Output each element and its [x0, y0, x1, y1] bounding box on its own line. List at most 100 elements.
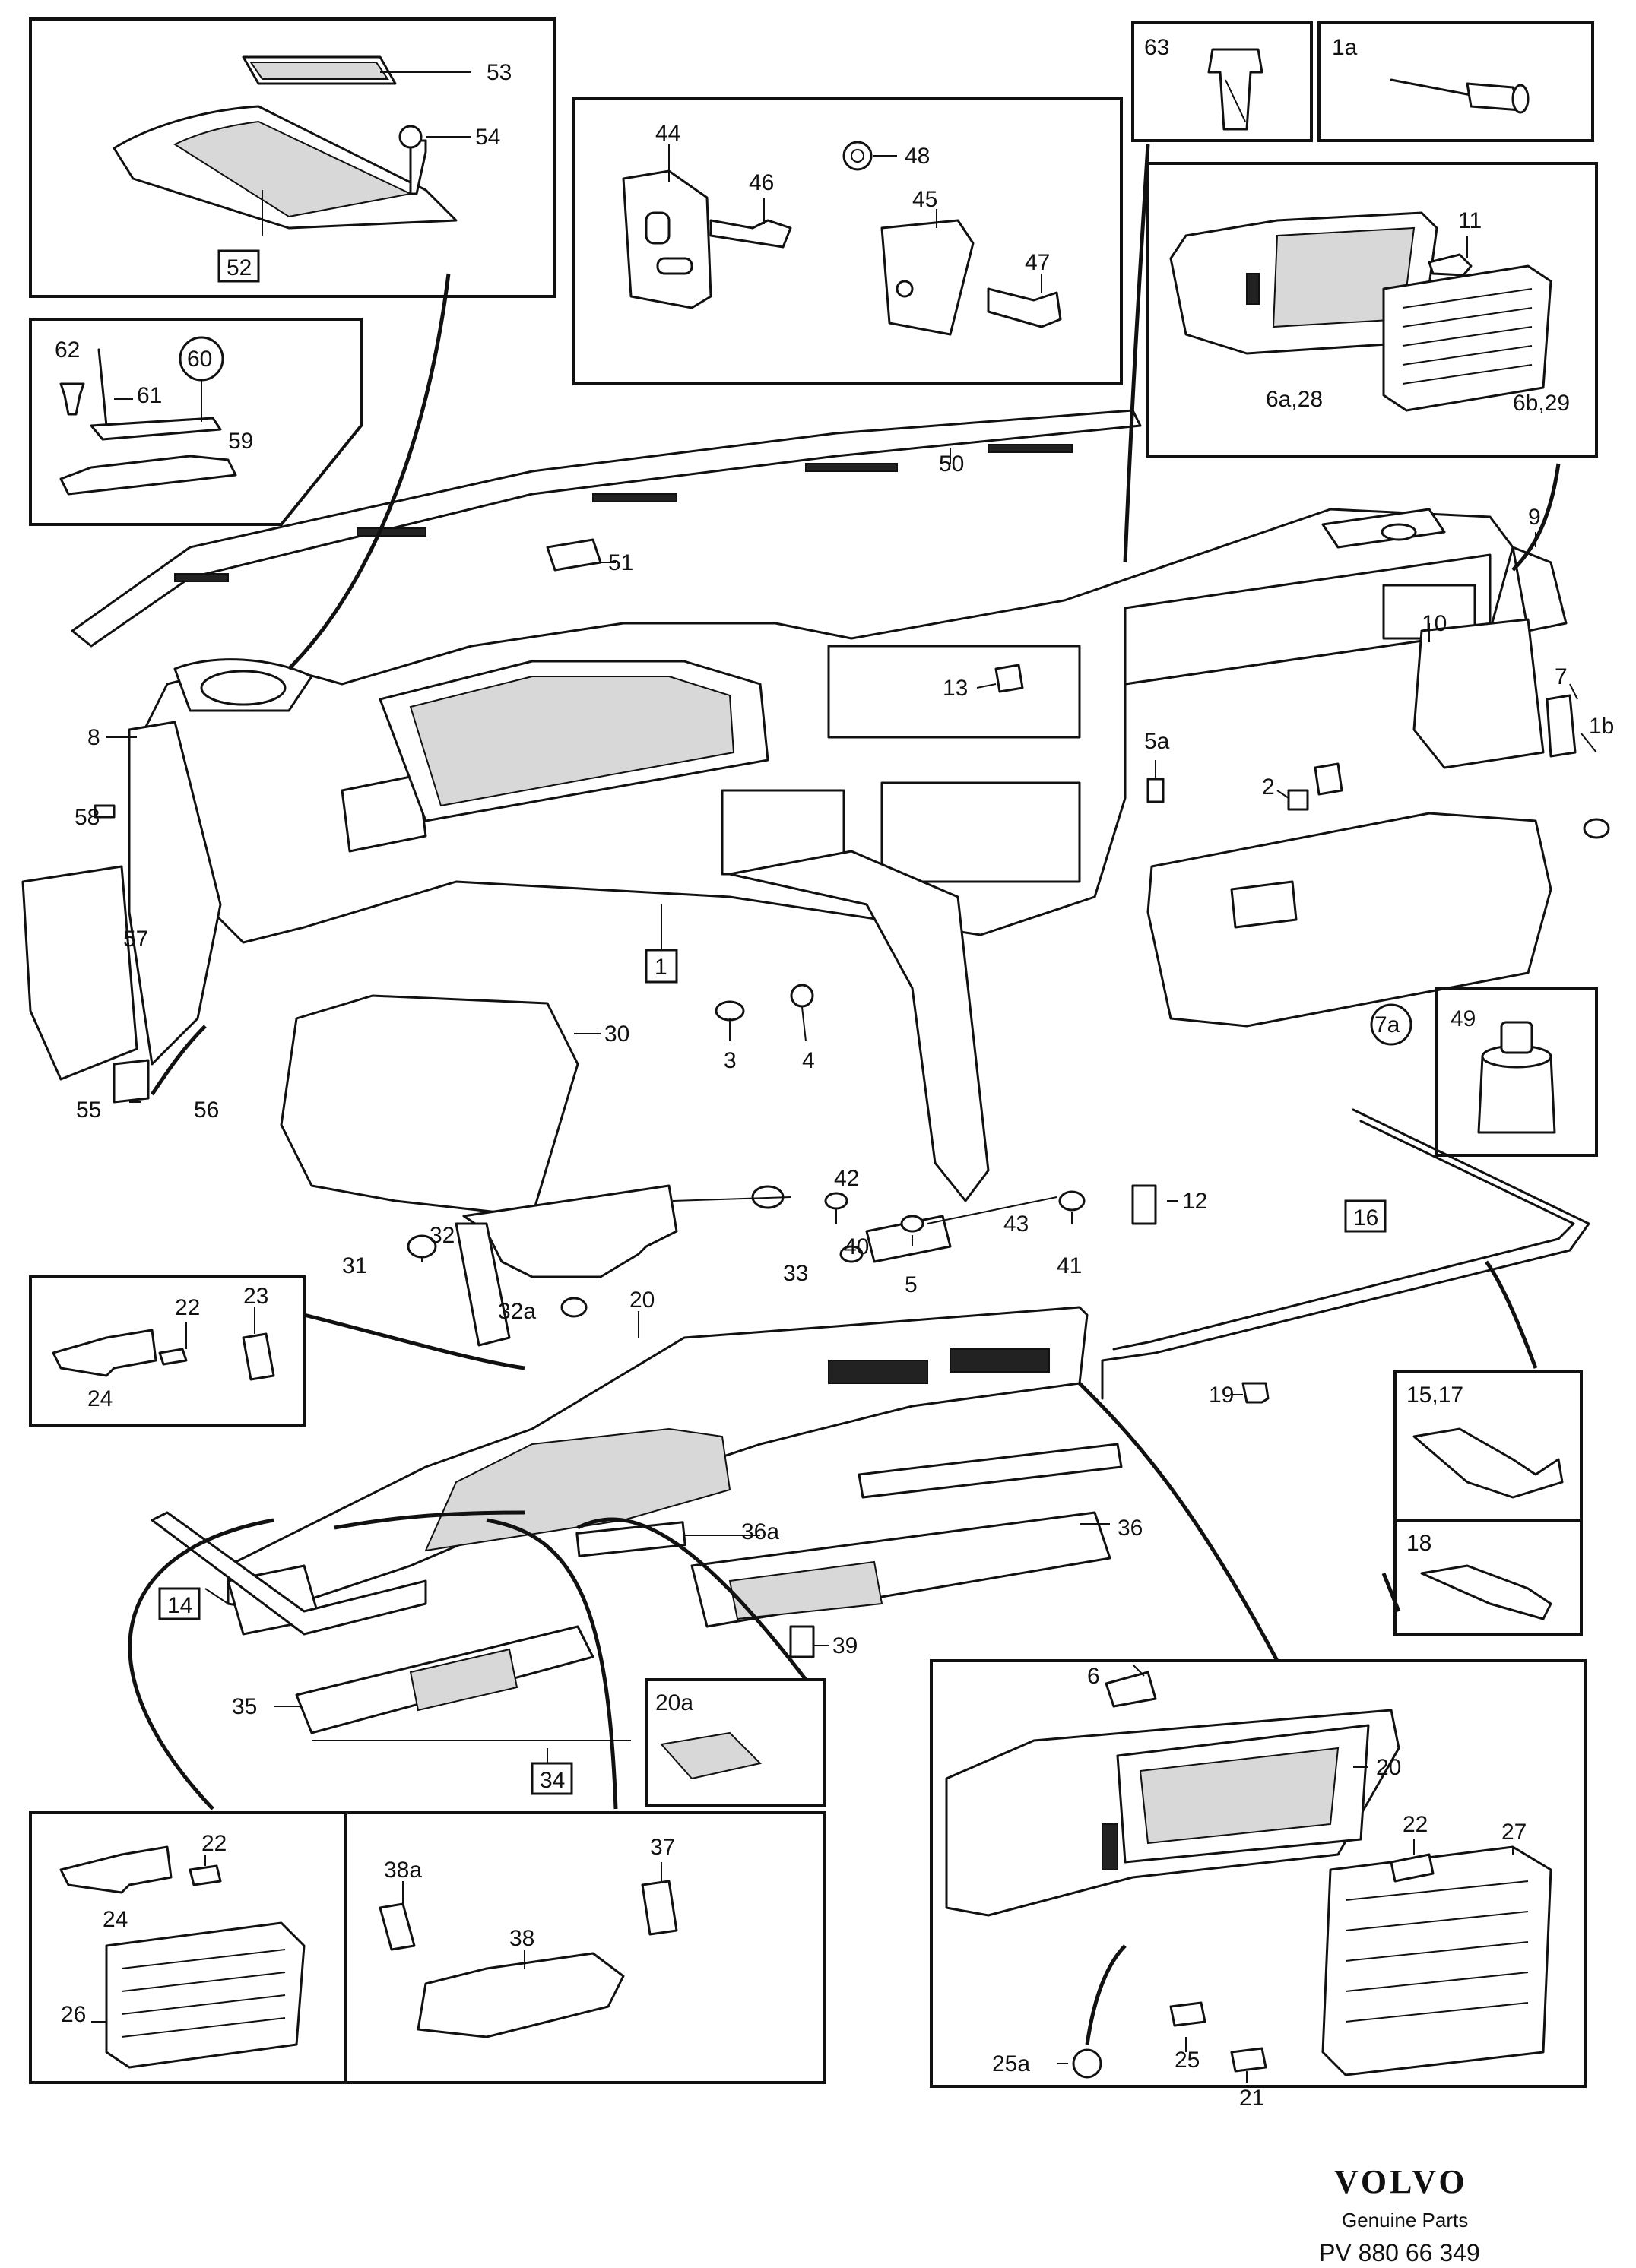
label-6: 6 — [1087, 1664, 1100, 1689]
label-18: 18 — [1406, 1531, 1432, 1556]
label-62: 62 — [55, 337, 80, 363]
inset-bottom-left — [29, 1811, 826, 2084]
label-3: 3 — [724, 1048, 737, 1073]
inset-bottle-49 — [1435, 987, 1598, 1157]
label-32: 32 — [430, 1223, 455, 1248]
label-24-lower: 24 — [103, 1907, 128, 1932]
inset-vents-6-11 — [1146, 162, 1598, 458]
label-20a: 20a — [655, 1690, 693, 1715]
inset-rivet-1a — [1317, 21, 1594, 142]
label-1a: 1a — [1332, 35, 1358, 60]
square-marker-52 — [217, 249, 260, 283]
label-54: 54 — [475, 125, 500, 150]
label-24-upper: 24 — [87, 1386, 113, 1411]
label-5: 5 — [905, 1272, 918, 1297]
label-30: 30 — [604, 1022, 629, 1047]
label-32a: 32a — [498, 1299, 536, 1324]
drawing-number: PV 880 66 349 — [1319, 2239, 1480, 2266]
genuine-parts-tagline: Genuine Parts — [1342, 2209, 1468, 2232]
label-9: 9 — [1528, 505, 1541, 530]
label-63: 63 — [1144, 35, 1169, 60]
inset-vent-assembly-bottom-right — [930, 1659, 1587, 2088]
inset-clip-22-24-upper — [29, 1275, 306, 1427]
label-2: 2 — [1262, 774, 1275, 800]
label-52: 52 — [227, 255, 252, 280]
label-1517: 15,17 — [1406, 1383, 1463, 1408]
label-40: 40 — [844, 1234, 869, 1259]
label-58: 58 — [75, 805, 100, 830]
brand-footer: VOLVO Genuine Parts PV 880 66 349 — [1319, 2163, 1480, 2266]
label-22-inset: 22 — [1403, 1812, 1428, 1837]
label-31: 31 — [342, 1253, 367, 1278]
label-21: 21 — [1239, 2086, 1264, 2111]
label-7a: 7a — [1374, 1012, 1400, 1037]
label-4: 4 — [802, 1048, 815, 1073]
inset-bracket-59-62 — [29, 318, 363, 526]
inset-brackets-44-48 — [572, 97, 1123, 385]
label-22-upper: 22 — [175, 1295, 200, 1320]
label-56: 56 — [194, 1098, 219, 1123]
label-39: 39 — [832, 1633, 858, 1658]
label-59: 59 — [228, 429, 253, 454]
label-47: 47 — [1025, 250, 1050, 275]
label-53: 53 — [487, 60, 512, 85]
label-41: 41 — [1057, 1253, 1082, 1278]
connector-arrows — [128, 144, 1561, 2045]
label-7: 7 — [1555, 664, 1568, 689]
label-6b29: 6b,29 — [1513, 391, 1570, 416]
inset-panel-52 — [29, 17, 556, 298]
label-8: 8 — [87, 725, 100, 750]
label-50: 50 — [939, 451, 964, 477]
label-11: 11 — [1458, 208, 1482, 233]
label-38a: 38a — [384, 1858, 422, 1883]
label-37: 37 — [650, 1835, 675, 1860]
label-46: 46 — [749, 170, 774, 195]
inset-clips-15-18 — [1393, 1370, 1583, 1636]
label-44: 44 — [655, 121, 680, 146]
label-23: 23 — [243, 1284, 268, 1309]
label-22-lower: 22 — [201, 1831, 227, 1856]
label-38: 38 — [509, 1926, 534, 1951]
label-16: 16 — [1353, 1205, 1378, 1231]
square-marker-34 — [531, 1762, 573, 1795]
label-48: 48 — [905, 144, 930, 169]
panel-assembly-20 — [151, 1306, 1123, 1807]
seal-strip-16 — [1101, 1108, 1590, 1404]
label-20: 20 — [629, 1288, 655, 1313]
label-51: 51 — [608, 550, 633, 575]
label-10: 10 — [1422, 611, 1447, 636]
label-1b: 1b — [1589, 714, 1614, 739]
label-12: 12 — [1182, 1189, 1207, 1214]
label-45: 45 — [912, 187, 937, 212]
label-14: 14 — [167, 1593, 192, 1618]
label-43: 43 — [1003, 1212, 1029, 1237]
label-19: 19 — [1209, 1383, 1234, 1408]
label-61: 61 — [137, 383, 162, 408]
square-marker-14 — [158, 1587, 201, 1620]
label-35: 35 — [232, 1694, 257, 1719]
label-13: 13 — [943, 676, 968, 701]
label-42: 42 — [834, 1166, 859, 1191]
label-5a: 5a — [1144, 729, 1170, 754]
circle-marker-7a — [1370, 1003, 1412, 1046]
label-25: 25 — [1175, 2048, 1200, 2073]
label-55: 55 — [76, 1098, 101, 1123]
label-25a: 25a — [992, 2051, 1030, 2076]
label-33: 33 — [783, 1261, 808, 1286]
volvo-logo: VOLVO — [1334, 2163, 1468, 2200]
label-49: 49 — [1451, 1006, 1476, 1031]
square-marker-16 — [1344, 1199, 1387, 1233]
label-20-inset: 20 — [1376, 1755, 1401, 1780]
label-60: 60 — [187, 347, 212, 372]
inset-clip-63 — [1131, 21, 1313, 142]
label-57: 57 — [123, 927, 148, 952]
label-6a28: 6a,28 — [1266, 387, 1323, 412]
label-36a: 36a — [741, 1519, 779, 1544]
label-34: 34 — [540, 1768, 565, 1793]
square-marker-1 — [645, 949, 678, 984]
label-36: 36 — [1118, 1516, 1143, 1541]
label-26: 26 — [61, 2002, 86, 2027]
label-1: 1 — [655, 955, 667, 980]
label-27: 27 — [1501, 1820, 1527, 1845]
